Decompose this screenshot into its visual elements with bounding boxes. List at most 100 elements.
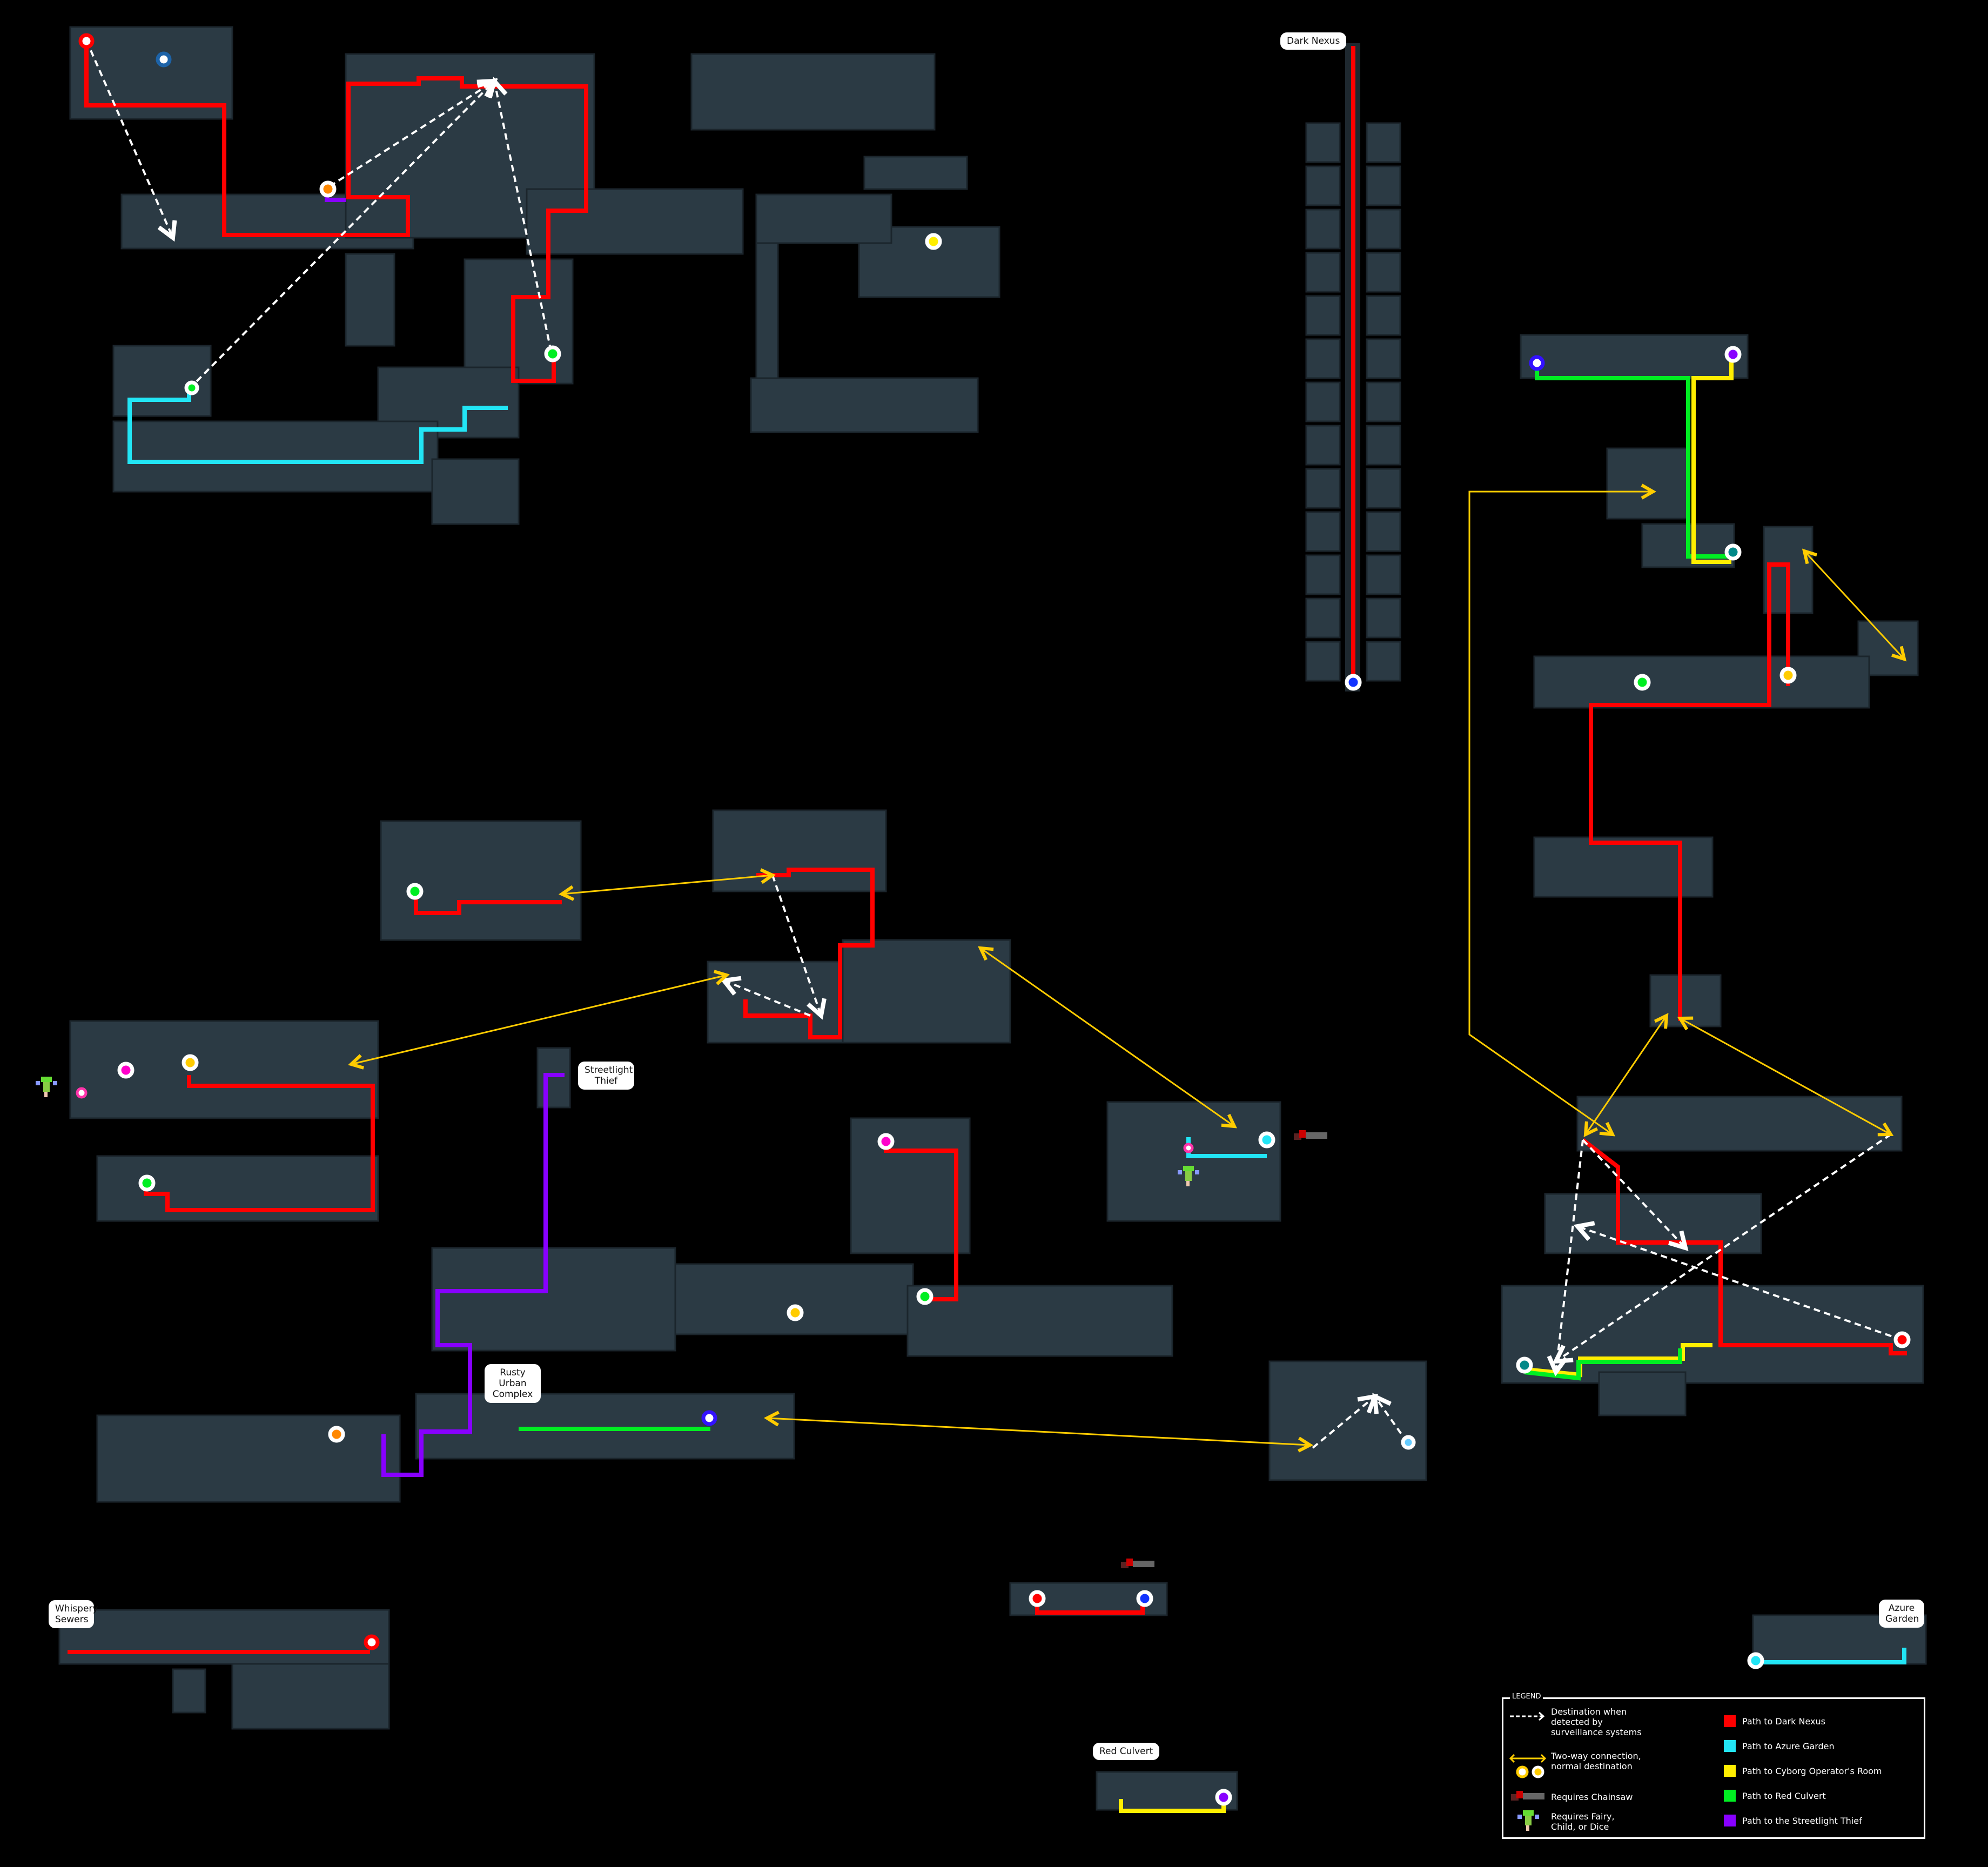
- two-way-arrow: [1804, 551, 1904, 659]
- legend-title: LEGEND: [1510, 1693, 1543, 1701]
- room: [755, 193, 892, 244]
- dashed-arrow: [85, 40, 173, 238]
- two-way-arrow: [767, 1418, 1310, 1445]
- dashed-arrow: [188, 81, 494, 390]
- two-way-arrow: [1680, 1018, 1891, 1134]
- nexus-block: [1305, 641, 1341, 682]
- path-cyborg-right: [1691, 359, 1734, 564]
- nexus-block: [1305, 122, 1341, 163]
- marker-red: [1893, 1331, 1911, 1348]
- path-dark-nexus-bottom-right: [1581, 1138, 1907, 1355]
- nexus-block: [1305, 165, 1341, 206]
- marker-green: [138, 1174, 156, 1192]
- chainsaw-icon: [1121, 1559, 1154, 1568]
- room: [526, 188, 744, 255]
- room: [536, 1047, 571, 1109]
- room: [1533, 655, 1870, 709]
- room: [712, 809, 887, 892]
- dashed-arrow-icon: [1510, 1711, 1545, 1721]
- room: [380, 820, 582, 941]
- fairy-icon: [1178, 1166, 1199, 1186]
- legend-text-two-way: Two-way connection, normal destination: [1551, 1751, 1641, 1771]
- dashed-arrow: [1582, 1139, 1685, 1248]
- room: [1576, 1096, 1903, 1152]
- destination-markers-icon: [1516, 1765, 1544, 1778]
- marker-orange: [328, 1426, 345, 1443]
- legend-path-dark-nexus: Path to Dark Nexus: [1742, 1716, 1825, 1727]
- path-dark-nexus-small: [1035, 1604, 1145, 1615]
- legend-swatch-thief: [1724, 1815, 1736, 1826]
- nexus-block: [1305, 425, 1341, 466]
- path-dark-nexus: [84, 41, 588, 383]
- room: [842, 939, 1011, 1044]
- path-red-culvert-right: [1535, 365, 1731, 559]
- chainsaw-icon: [1511, 1791, 1544, 1801]
- room: [1268, 1360, 1427, 1481]
- dashed-arrow: [1375, 1396, 1408, 1443]
- nexus-block: [1305, 252, 1341, 293]
- nexus-block: [1366, 165, 1401, 206]
- marker-purple: [1215, 1789, 1232, 1806]
- nexus-block: [1366, 425, 1401, 466]
- marker-green: [406, 883, 424, 900]
- dashed-arrow: [494, 81, 552, 352]
- nexus-block: [1366, 381, 1401, 422]
- nexus-block: [1305, 468, 1341, 509]
- nexus-block: [1305, 338, 1341, 379]
- room: [431, 1247, 676, 1352]
- marker-purple-hollow: [701, 1410, 717, 1426]
- legend-path-thief: Path to the Streetlight Thief: [1742, 1816, 1862, 1826]
- path-dark-nexus-mid2: [743, 868, 875, 1039]
- room: [850, 1117, 971, 1254]
- marker-green: [544, 345, 561, 362]
- room: [431, 458, 520, 525]
- room: [906, 1285, 1173, 1357]
- room: [1106, 1101, 1281, 1222]
- legend-swatch-red-culvert: [1724, 1790, 1736, 1802]
- nexus-block: [1305, 597, 1341, 639]
- label-rusty-urban-complex: Rusty Urban Complex: [485, 1364, 541, 1403]
- nexus-block: [1366, 511, 1401, 552]
- legend-text-fairy: Requires Fairy, Child, or Dice: [1551, 1811, 1615, 1832]
- nexus-block: [1366, 641, 1401, 682]
- room: [464, 258, 574, 385]
- room: [863, 156, 968, 190]
- legend-swatch-dark-nexus: [1724, 1715, 1736, 1727]
- nexus-block-columns: [1305, 122, 1401, 682]
- marker-yellow: [787, 1304, 804, 1321]
- marker-red: [1029, 1590, 1046, 1607]
- nexus-block: [1366, 295, 1401, 336]
- room: [674, 1263, 914, 1335]
- legend: LEGEND Destination when detected by surv…: [1502, 1693, 1925, 1839]
- dashed-arrow: [1556, 1133, 1892, 1361]
- nexus-block: [1305, 381, 1341, 422]
- legend-swatch-cyborg: [1724, 1765, 1736, 1777]
- two-way-arrow: [980, 948, 1234, 1126]
- path-dark-nexus-right: [1589, 562, 1790, 1021]
- fairy-icon: [36, 1077, 57, 1097]
- room: [1096, 1771, 1238, 1811]
- marker-pink-small: [76, 1087, 88, 1099]
- marker-green: [916, 1288, 933, 1305]
- dashed-arrow: [328, 81, 494, 187]
- dashed-arrow: [1312, 1396, 1375, 1449]
- marker-orange: [319, 180, 337, 198]
- marker-yellow: [925, 233, 942, 250]
- nexus-block: [1305, 209, 1341, 250]
- label-azure-garden: Azure Garden: [1879, 1600, 1924, 1628]
- marker-yellow: [1779, 667, 1797, 684]
- two-way-arrow-icon: [1509, 1754, 1547, 1763]
- marker-yellow: [182, 1054, 199, 1071]
- dashed-arrow: [1577, 1226, 1902, 1341]
- dashed-arrow: [1556, 1139, 1584, 1372]
- marker-red-hollow: [78, 33, 95, 49]
- marker-teal: [1724, 543, 1742, 561]
- nexus-block: [1305, 511, 1341, 552]
- path-cyborg-bottom: [1526, 1343, 1712, 1378]
- nexus-block: [1366, 122, 1401, 163]
- marker-magenta: [117, 1062, 135, 1079]
- dashed-arrow: [771, 875, 821, 1016]
- nexus-block: [1305, 554, 1341, 595]
- room: [690, 53, 936, 131]
